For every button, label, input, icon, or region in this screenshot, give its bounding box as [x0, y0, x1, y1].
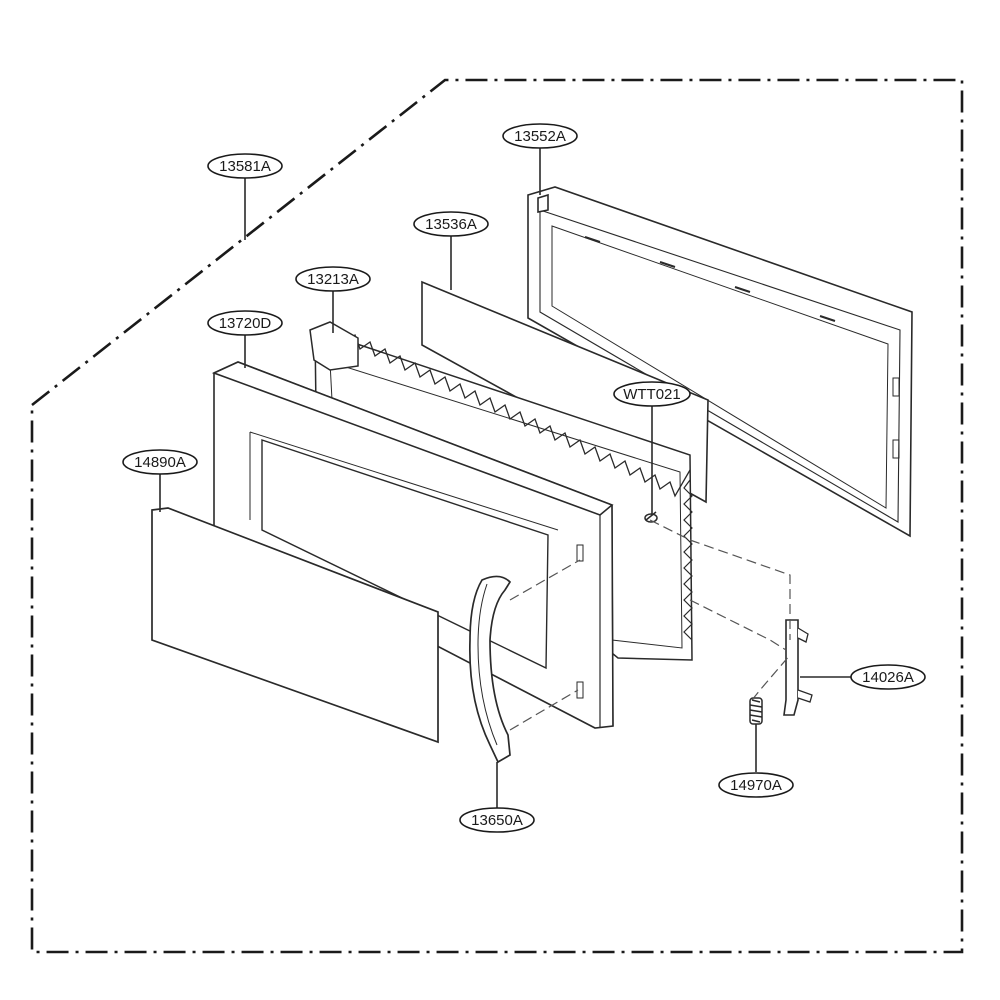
part-screw	[644, 511, 658, 523]
callout-label: 13581A	[219, 158, 271, 175]
callout-label: 14970A	[730, 777, 782, 794]
callout-13536A: 13536A	[413, 211, 489, 237]
assembly-boundary	[30, 78, 964, 954]
part-spring	[749, 697, 763, 725]
callout-label: 13536A	[425, 216, 477, 233]
callout-13213A: 13213A	[295, 266, 371, 292]
callout-label: WTT021	[623, 386, 681, 403]
callout-13581A: 13581A	[207, 153, 283, 179]
callout-13720D: 13720D	[207, 310, 283, 336]
part-handle	[468, 575, 512, 764]
callout-13650A: 13650A	[459, 807, 535, 833]
callout-WTT021: WTT021	[613, 381, 691, 407]
part-front-panel	[151, 507, 439, 744]
part-outer-frame	[527, 186, 913, 538]
callout-label: 13720D	[219, 315, 272, 332]
callout-label: 13213A	[307, 271, 359, 288]
assembly-lines	[509, 519, 791, 731]
callout-14026A: 14026A	[850, 664, 926, 690]
callout-14890A: 14890A	[122, 449, 198, 475]
callout-label: 14026A	[862, 669, 914, 686]
callout-label: 13552A	[514, 128, 566, 145]
callout-13552A: 13552A	[502, 123, 578, 149]
callout-14970A: 14970A	[718, 772, 794, 798]
leader-lines	[159, 148, 853, 808]
part-hook	[783, 619, 813, 716]
callout-label: 13650A	[471, 812, 523, 829]
callout-label: 14890A	[134, 454, 186, 471]
